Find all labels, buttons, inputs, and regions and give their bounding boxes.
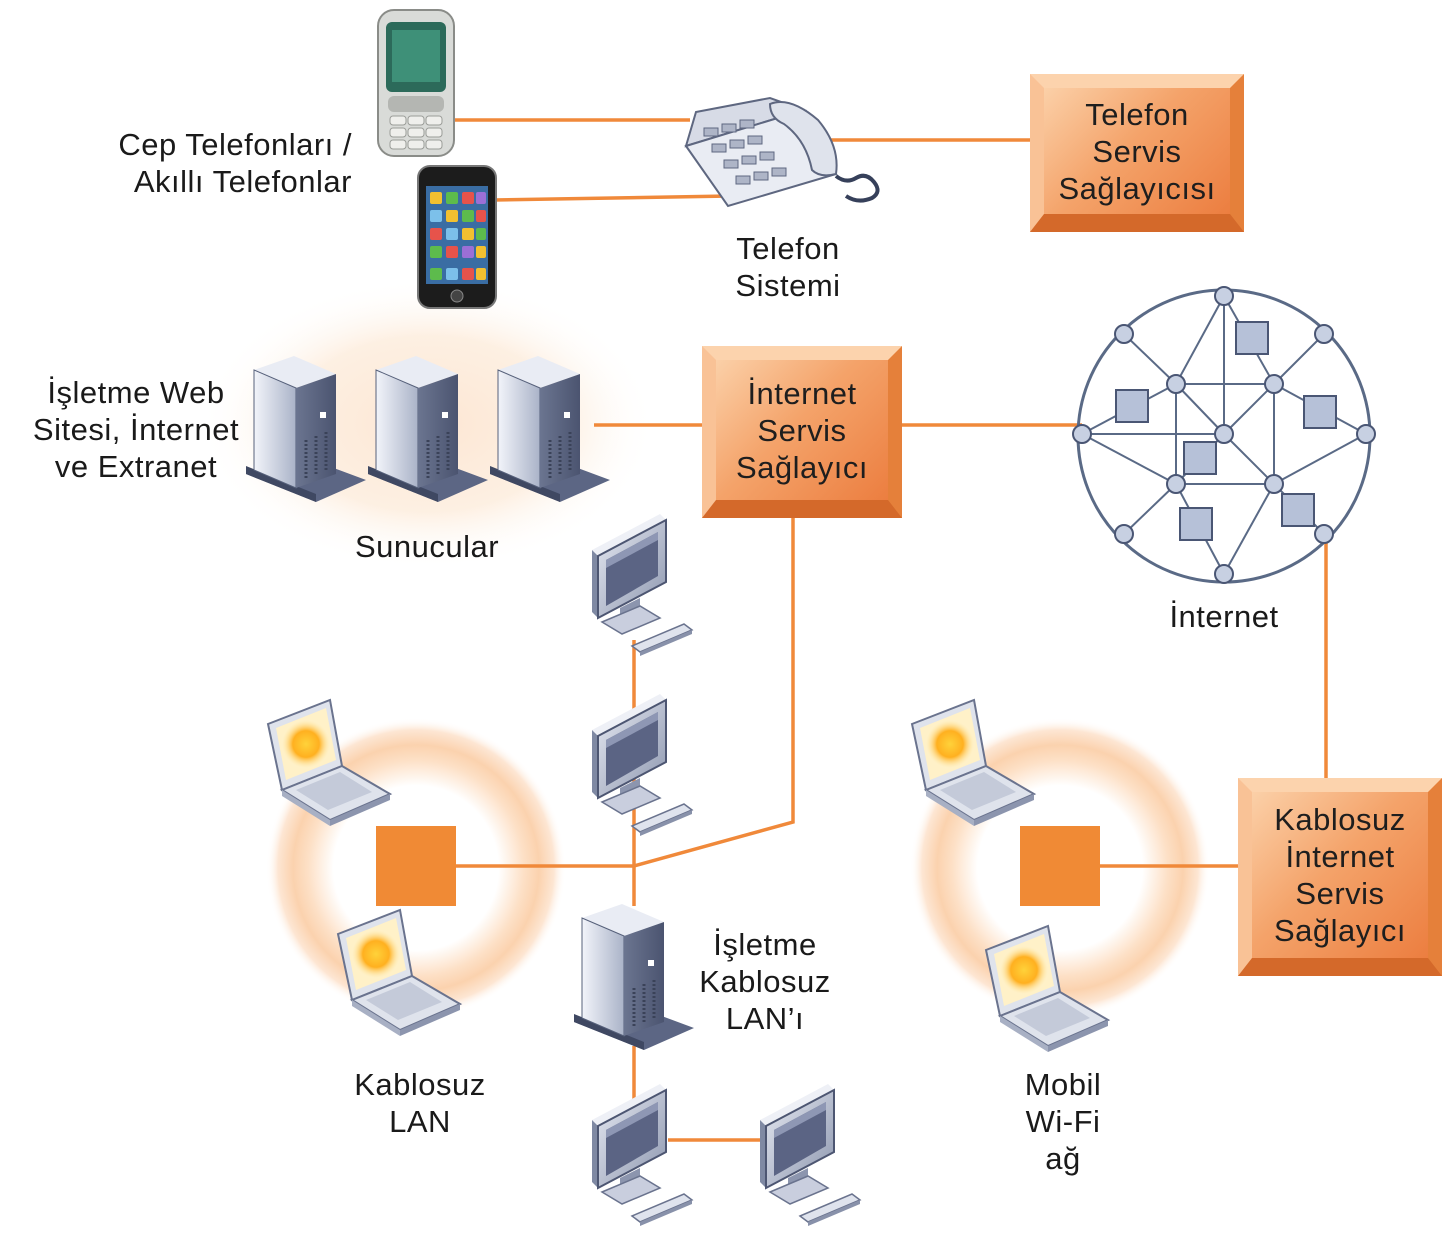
internet-globe-icon [1072, 286, 1376, 584]
wisp-line-1: Kablosuz [1274, 802, 1406, 837]
mobile-phones-label: Cep Telefonları / Akıllı Telefonlar [70, 126, 352, 200]
mobile-wifi-label-line-2: Wi-Fi [1025, 1104, 1101, 1139]
internet-label-text: İnternet [1169, 599, 1279, 634]
wireless-lan-label-line-1: Kablosuz [354, 1067, 486, 1102]
wisp-line-4: Sağlayıcı [1273, 913, 1406, 948]
business-wireless-lan-label-line-2: Kablosuz [699, 964, 831, 999]
business-website-label: İşletme Web Sitesi, İnternet ve Extranet [18, 374, 254, 485]
servers-label-text: Sunucular [354, 529, 500, 564]
telephone-provider-line-1: Telefon [1085, 96, 1189, 132]
desktop-computer-icon [591, 513, 693, 657]
wireless-lan-label: Kablosuz LAN [330, 1066, 510, 1140]
business-wireless-lan-label-line-1: İşletme [713, 927, 817, 962]
business-website-label-line-3: ve Extranet [54, 449, 218, 484]
mobile-wifi-label-line-1: Mobil [1024, 1067, 1102, 1102]
telephone-provider-line-2: Servis [1092, 133, 1182, 169]
isp-line-3: Sağlayıcı [735, 449, 868, 485]
business-website-label-line-2: Sitesi, İnternet [32, 412, 240, 447]
telephone-system-label-line-2: Sistemi [735, 268, 841, 303]
telephone-system-label-line-1: Telefon [736, 231, 840, 266]
mobile-phones-label-line-1: Cep Telefonları / [118, 127, 352, 162]
internet-service-provider-box: İnternet Servis Sağlayıcı [702, 346, 902, 518]
business-wireless-lan-label-line-3: LAN’ı [725, 1001, 805, 1036]
server-icon [574, 902, 694, 1050]
business-wireless-lan-label: İşletme Kablosuz LAN’ı [680, 926, 850, 1037]
desktop-computer-icon [591, 693, 693, 837]
wisp-line-3: Servis [1295, 876, 1385, 911]
link-smartphone-telephone [493, 194, 731, 202]
telephone-service-provider-box: Telefon Servis Sağlayıcısı [1030, 74, 1244, 232]
mobile-wifi-label: Mobil Wi-Fi ağ [1000, 1066, 1126, 1177]
isp-line-1: İnternet [747, 375, 857, 411]
cell-phone-icon [377, 9, 455, 157]
isp-line-2: Servis [757, 412, 847, 448]
wireless-lan-label-line-2: LAN [389, 1104, 451, 1139]
access-point-icon [1020, 826, 1100, 906]
internet-label: İnternet [1134, 598, 1314, 635]
desk-phone-icon [684, 96, 880, 208]
wisp-line-2: İnternet [1285, 839, 1395, 874]
access-point-icon [376, 826, 456, 906]
business-website-label-line-1: İşletme Web [47, 375, 225, 410]
smartphone-icon [417, 165, 497, 309]
telephone-system-label: Telefon Sistemi [700, 230, 876, 304]
wireless-internet-service-provider-box: Kablosuz İnternet Servis Sağlayıcı [1238, 778, 1442, 976]
mobile-phones-label-line-2: Akıllı Telefonlar [133, 164, 352, 199]
link-isp-lan [633, 518, 795, 868]
desktop-computer-icon [759, 1083, 861, 1227]
desktop-computer-icon [591, 1083, 693, 1227]
servers-label: Sunucular [332, 528, 522, 565]
telephone-provider-line-3: Sağlayıcısı [1058, 170, 1216, 206]
mobile-wifi-label-line-3: ağ [1045, 1141, 1081, 1176]
